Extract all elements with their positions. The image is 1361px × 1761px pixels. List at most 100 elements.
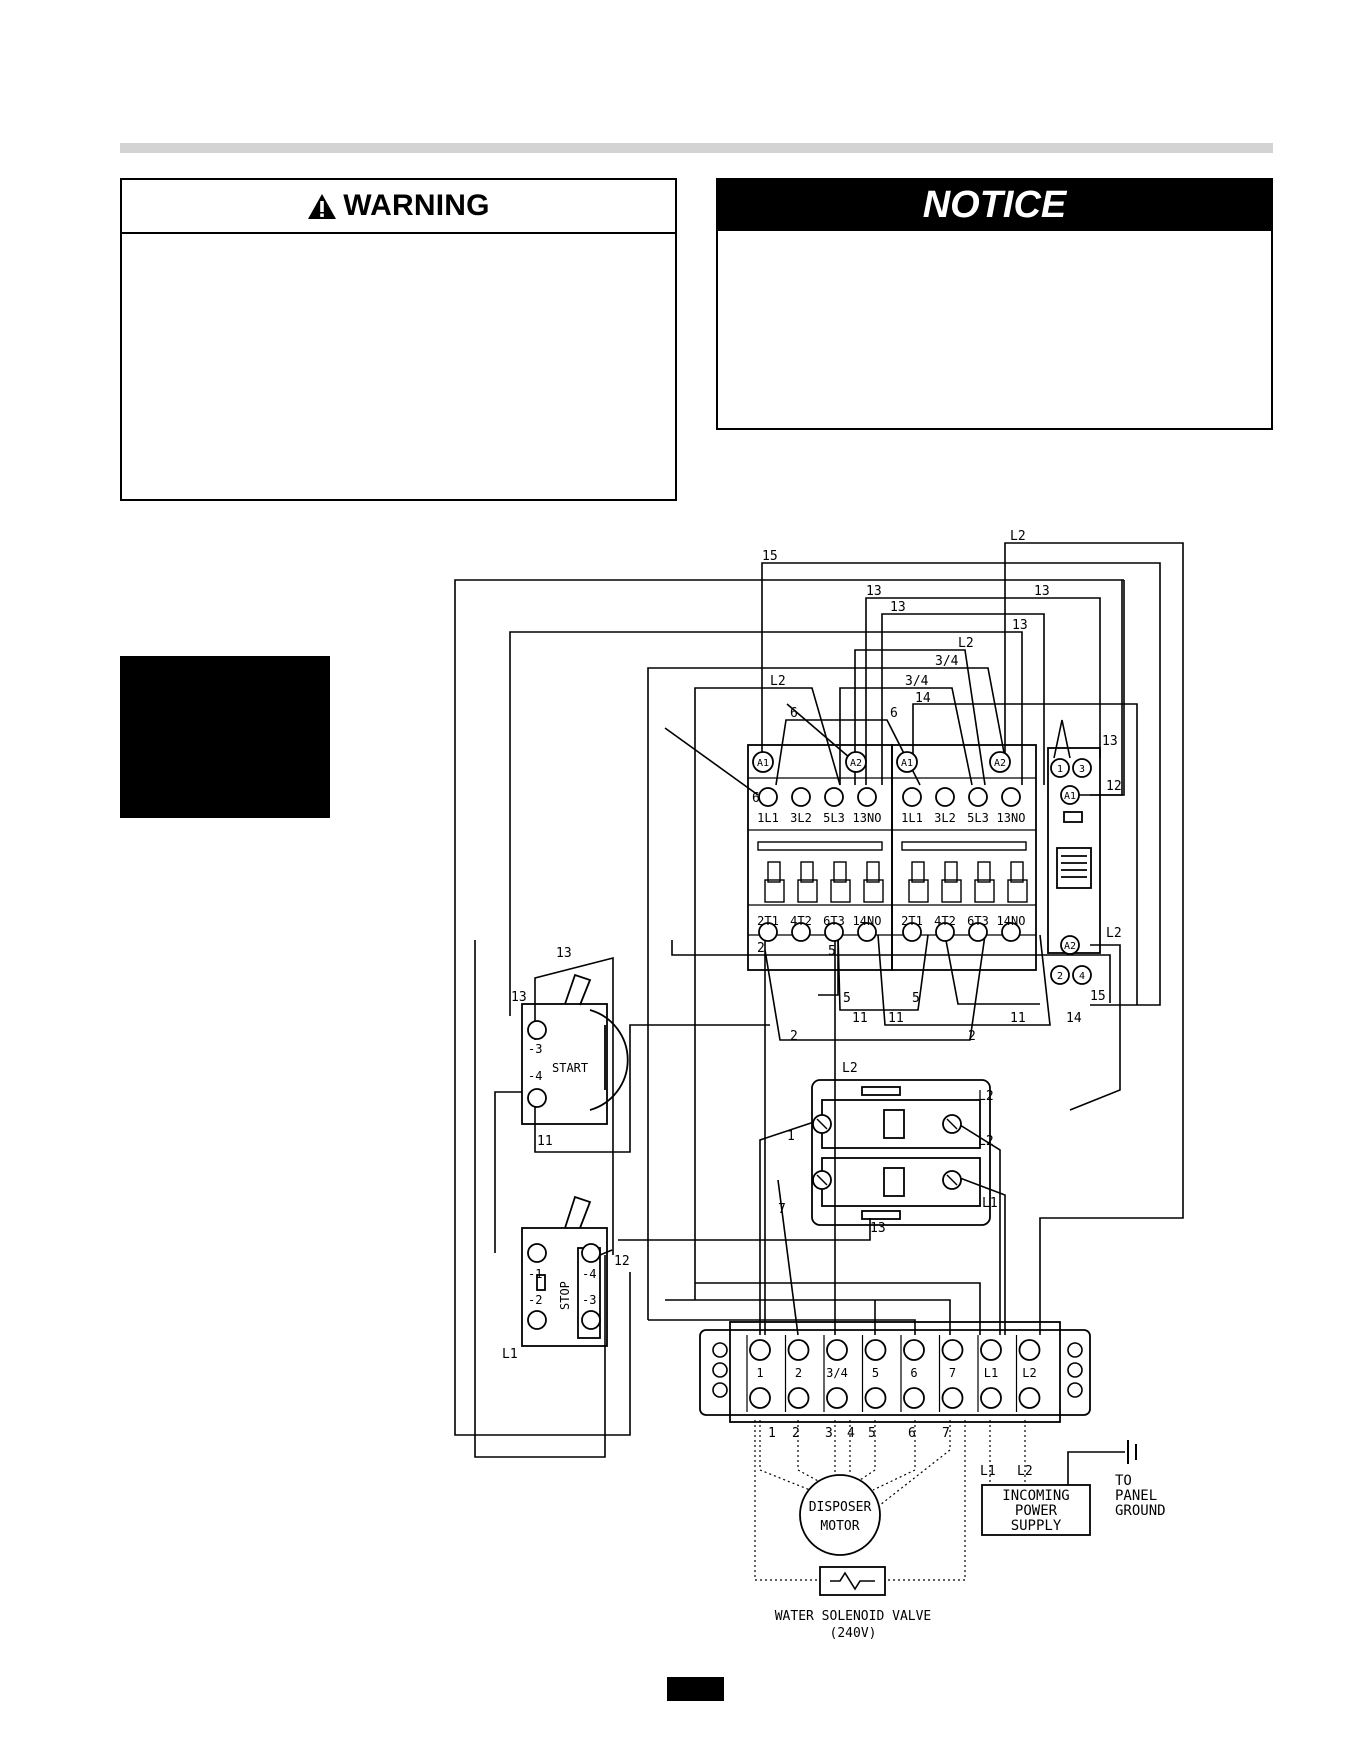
notice-box: NOTICE — [716, 178, 1273, 430]
motor-wires — [754, 1420, 1026, 1581]
strip-terminal-label: 1 — [756, 1366, 763, 1380]
relay-terminal — [1060, 935, 1080, 955]
strip-mount-hole — [712, 1342, 728, 1358]
relay-terminal — [1050, 965, 1070, 985]
strip-mount-hole — [1067, 1362, 1083, 1378]
contactor-terminal-bottom — [857, 922, 877, 942]
motor-wire-label: 1 — [768, 1426, 776, 1441]
wire-label: 14 — [915, 691, 931, 706]
warning-triangle-icon — [308, 193, 337, 219]
contact-slot — [767, 861, 781, 883]
strip-screw-top — [941, 1339, 964, 1361]
strip-screw-bottom — [826, 1387, 848, 1409]
stop-label: STOP — [558, 1281, 572, 1310]
contactor-terminal-top — [857, 787, 877, 807]
wire-label: L1 — [982, 1196, 998, 1211]
contactor-bottom-label: 14NO — [997, 914, 1026, 928]
contactor-top-label: 1L1 — [901, 811, 923, 825]
contactor-terminal-bottom — [1001, 922, 1021, 942]
reversing-contactor — [811, 1079, 991, 1226]
motor-label-line2: MOTOR — [820, 1519, 859, 1534]
wire-label: 2 — [757, 941, 765, 956]
relay-terminal-label: 3 — [1079, 764, 1085, 775]
wire-label: 13 — [556, 946, 572, 961]
terminal-strip — [699, 1321, 1091, 1423]
strip-terminal-label: 3/4 — [826, 1366, 848, 1380]
relay-terminal-label: 1 — [1057, 764, 1063, 775]
strip-screw-bottom — [864, 1387, 887, 1409]
coil-terminal — [752, 751, 774, 773]
power-label-line2: POWER — [1015, 1503, 1058, 1519]
strip-mount-hole — [712, 1382, 728, 1398]
motor-wire-label: 3 — [825, 1426, 833, 1441]
strip-screw-bottom — [749, 1387, 771, 1409]
coil-terminal — [896, 751, 918, 773]
strip-screw-top — [787, 1339, 810, 1361]
start-term-4-label: -4 — [528, 1069, 542, 1083]
wire-label: 14 — [1066, 1011, 1082, 1026]
coil-terminal-label: A2 — [994, 758, 1006, 769]
wire-label: 13 — [511, 990, 527, 1005]
power-label-line3: SUPPLY — [1011, 1518, 1062, 1534]
wire-label: 6 — [752, 791, 760, 806]
contactor-terminal-top — [791, 787, 811, 807]
contactor-terminal-top — [935, 787, 955, 807]
motor-label-line1: DISPOSER — [809, 1500, 872, 1515]
contactor-terminal-top — [968, 787, 988, 807]
wire-label: 5 — [843, 991, 851, 1006]
ground-label-line3: GROUND — [1115, 1503, 1166, 1519]
strip-screw-bottom — [787, 1387, 810, 1409]
wire-label: L1 — [502, 1347, 518, 1362]
strip-screw-top — [1018, 1339, 1041, 1361]
wire-label: 13 — [1012, 618, 1028, 633]
wire-label: 13 — [1034, 584, 1050, 599]
contactor-terminal-top — [902, 787, 922, 807]
contact-slot — [833, 861, 847, 883]
contactor-top-label: 5L3 — [967, 811, 989, 825]
contact-slot — [800, 861, 814, 883]
wire-label: 13 — [870, 1221, 886, 1236]
start-terminal-4 — [527, 1088, 547, 1108]
relay-terminal — [1072, 965, 1092, 985]
coil-terminal — [989, 751, 1011, 773]
stop-terminal-2 — [527, 1310, 547, 1330]
wire-label: L2 — [1106, 926, 1122, 941]
relay-terminal — [1060, 785, 1080, 805]
contactor-top-label: 13NO — [853, 811, 882, 825]
wire-label: L2 — [978, 1089, 994, 1104]
contactor-body — [891, 744, 1037, 971]
wire-label: 6 — [790, 706, 798, 721]
wire-label: L2 — [842, 1061, 858, 1076]
stop-terminal-3 — [581, 1310, 601, 1330]
power-l2-label: L2 — [1017, 1464, 1033, 1479]
relay-terminal — [1072, 758, 1092, 778]
wire-label: 3/4 — [905, 674, 929, 689]
wire-label: 15 — [1090, 989, 1106, 1004]
contactor-terminal-top — [758, 787, 778, 807]
section-tab-block — [120, 656, 330, 818]
strip-mount-hole — [1067, 1382, 1083, 1398]
motor-wire-label: 6 — [908, 1426, 916, 1441]
contact-slot — [944, 861, 958, 883]
strip-screw-bottom — [1018, 1387, 1041, 1409]
wire-label: L2 — [770, 674, 786, 689]
strip-terminal-label: L2 — [1022, 1366, 1036, 1380]
strip-terminal-label: L1 — [984, 1366, 998, 1380]
coil-terminal-label: A2 — [850, 758, 862, 769]
strip-terminal-label: 6 — [910, 1366, 917, 1380]
contactor-terminal-bottom — [791, 922, 811, 942]
wire-label: 15 — [762, 549, 778, 564]
wire-label: 13 — [866, 584, 882, 599]
header-rule — [120, 143, 1273, 153]
contactor-bottom-label: 14NO — [853, 914, 882, 928]
strip-terminal-label: 2 — [795, 1366, 802, 1380]
contactor-bottom-label: 2T1 — [901, 914, 923, 928]
strip-screw-top — [980, 1339, 1002, 1361]
wire-label: 11 — [888, 1011, 904, 1026]
warning-box: WARNING — [120, 178, 677, 501]
wire-label: 6 — [890, 706, 898, 721]
